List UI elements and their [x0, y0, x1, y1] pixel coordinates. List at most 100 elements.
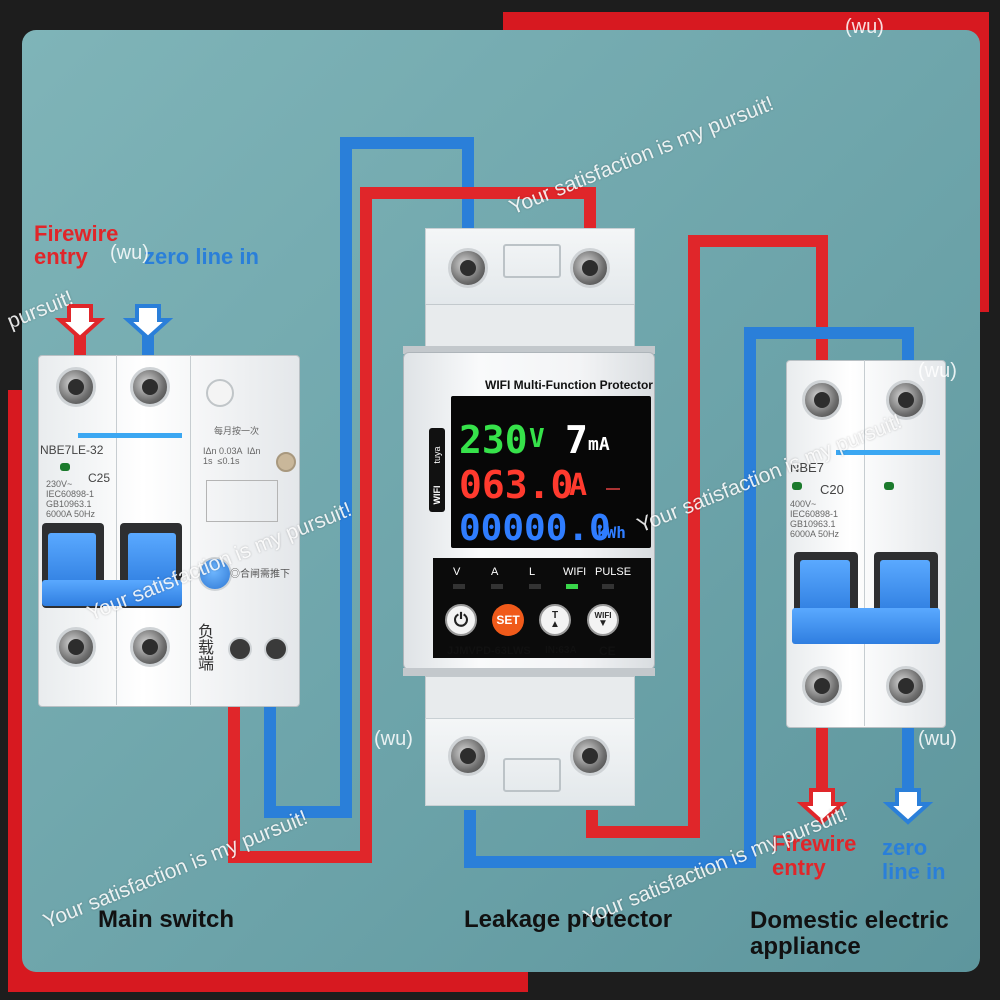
ce-mark: CE [599, 644, 616, 658]
wifi-label: WIFI [594, 610, 612, 620]
wire-live-protector-to-branch [586, 235, 828, 838]
wire-neutral-main-to-protector [264, 137, 474, 818]
label-zero-line-in-right: zero line in [882, 835, 946, 885]
wifi-badge [429, 428, 445, 512]
lcd-energy-value: 00000.0 [459, 508, 611, 549]
main-switch-spec-0: 230V~ [46, 479, 73, 489]
lcd-current-value: 063.0 [459, 463, 574, 507]
model-stripe [78, 433, 182, 438]
tuya-badge-text: tuya [432, 446, 442, 464]
terminal-screw-icon [802, 380, 842, 420]
watermark-tag: (wu) [845, 16, 884, 38]
lcd-current-unit: A [569, 468, 588, 503]
wire-live-main-to-protector [228, 187, 596, 863]
watermark-tag: (wu) [918, 728, 957, 750]
caption-main-switch: Main switch [98, 906, 235, 933]
status-led-icon [884, 482, 894, 490]
pulse-arrow-icon [606, 488, 620, 490]
main-switch-lever-bar[interactable] [42, 580, 182, 606]
terminal-screw-icon [130, 627, 170, 667]
power-icon: ⏻ [453, 609, 469, 630]
branch-lever-bar[interactable] [792, 608, 940, 644]
terminal-screw-icon [56, 367, 96, 407]
indicator-led [491, 584, 503, 589]
deco-red-bar-top [503, 12, 989, 34]
label-zero-line-in-left: zero line in [144, 244, 259, 269]
arrow-neutral-out-right [882, 788, 934, 825]
aux-terminal-icon [264, 637, 288, 661]
wire-neutral-protector-to-branch [464, 327, 914, 868]
wifi-badge-text: WIFI [432, 485, 442, 505]
protector-title: WIFI Multi-Function Protector [485, 378, 653, 392]
terminal-screw-icon [448, 736, 488, 776]
indicator-a-label: A [491, 566, 499, 578]
test-button[interactable] [198, 557, 232, 591]
deco-red-bar-left [8, 390, 26, 990]
protector-model: JJMVPD-63LWS [447, 645, 531, 657]
watermark-tag: (wu) [918, 360, 957, 382]
main-switch-lever-left[interactable] [48, 533, 96, 589]
rcd-spec: IΔn 0.03A IΔn 1s ≤0.1s [203, 446, 261, 466]
indicator-l-label: L [529, 566, 536, 578]
arrow-live-in-left [54, 304, 106, 341]
terminal-screw-icon [886, 666, 926, 706]
leakage-protector-device: WIFI Multi-Function Protector WIFI tuya … [403, 228, 655, 808]
terminal-screw-icon [56, 627, 96, 667]
load-terminal-label: 负 载 端 [198, 624, 215, 673]
arrow-live-out-right [796, 788, 848, 825]
caption-domestic-appliance: Domestic electric appliance [750, 907, 949, 960]
terminal-screw-icon [802, 666, 842, 706]
lcd-energy-unit: kWh [597, 523, 626, 542]
indicator-led-wifi-on [566, 584, 578, 589]
deco-red-bar-bottom [8, 968, 528, 992]
main-switch-spec-1: IEC60898-1 [46, 489, 95, 499]
wifi-down-button[interactable]: WIFI ▼ [587, 604, 619, 636]
rcd-test-knob-icon [276, 452, 296, 472]
branch-breaker-rating: C20 [820, 482, 844, 497]
branch-spec-1: IEC60898-1 [790, 509, 839, 519]
indicator-v-label: V [453, 566, 461, 578]
main-switch-spec-2: GB10963.1 [46, 499, 92, 509]
aux-terminal-icon [228, 637, 252, 661]
branch-lever-left[interactable] [800, 560, 850, 614]
main-switch-lever-right[interactable] [128, 533, 176, 589]
lcd-voltage-value: 230 [459, 418, 528, 462]
label-firewire-entry-left: Firewire entry [34, 221, 119, 270]
lcd-screen [451, 396, 651, 548]
lcd-voltage-unit: V [529, 424, 545, 454]
main-switch-model: NBE7LE-32 [40, 443, 104, 457]
indicator-led [453, 584, 465, 589]
set-button[interactable]: SET [492, 604, 524, 636]
power-button[interactable]: ⏻ [445, 604, 477, 636]
indicator-pulse-label: PULSE [595, 566, 632, 578]
test-note: ◎合闸需推下 [230, 569, 290, 580]
arrow-neutral-in-left [122, 304, 174, 341]
up-arrow-icon: ▲ [550, 619, 560, 630]
branch-lever-right[interactable] [880, 560, 930, 614]
down-arrow-icon: ▼ [598, 618, 608, 630]
rcd-note: 每月按一次 [214, 426, 260, 436]
branch-breaker: NBE7 C20 400V~ IEC60898-1 GB10963.1 6000… [786, 360, 946, 728]
main-switch-rating: C25 [88, 471, 111, 485]
terminal-screw-icon [570, 248, 610, 288]
status-led-icon [792, 482, 802, 490]
label-firewire-entry-right: Firewire entry [772, 831, 857, 881]
lcd-leakage-value: 7 [565, 418, 588, 462]
branch-spec-3: 6000A 50Hz [790, 529, 840, 539]
indicator-led [602, 584, 614, 589]
branch-spec-2: GB10963.1 [790, 519, 836, 529]
rcd-indicator-icon [206, 379, 234, 407]
main-switch-spec-3: 6000A 50Hz [46, 509, 96, 519]
t-up-button[interactable]: T ▲ [539, 604, 571, 636]
branch-breaker-model: NBE7 [790, 460, 824, 475]
indicator-wifi-label: WIFI [563, 566, 587, 578]
status-led-icon [60, 463, 70, 471]
watermark-tag: (wu) [110, 242, 149, 264]
protector-rating: IN:63A [545, 645, 577, 656]
model-stripe [836, 450, 940, 455]
circuit-schematic-icon [206, 480, 278, 522]
caption-leakage-protector: Leakage protector [464, 906, 673, 933]
lcd-leakage-unit: mA [588, 434, 610, 455]
